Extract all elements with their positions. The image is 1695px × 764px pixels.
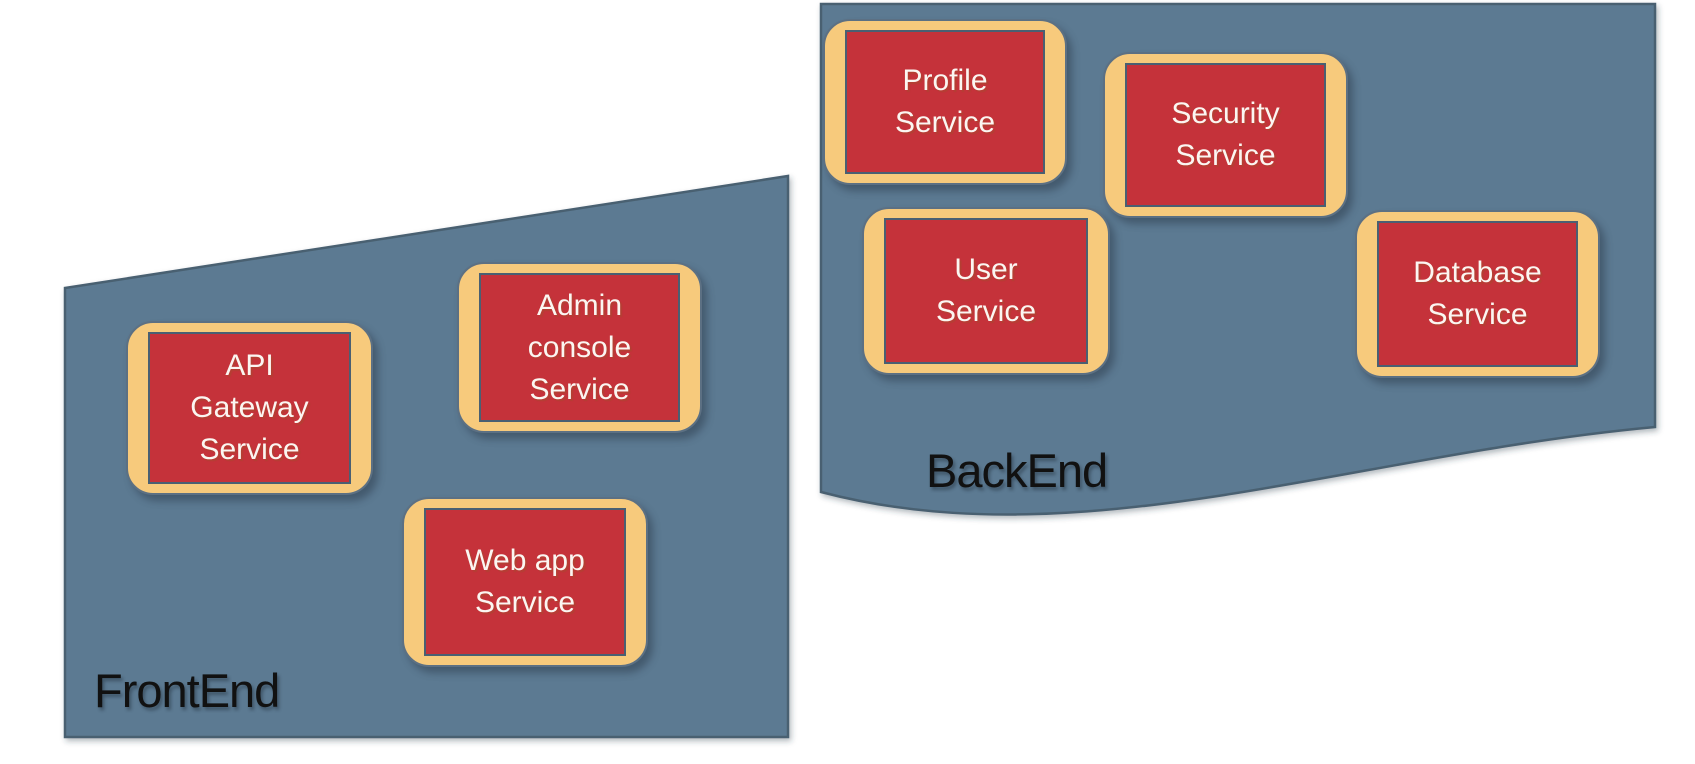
service-box-admin-console-inner: Admin console Service xyxy=(479,273,680,422)
service-label-web-app: Web app Service xyxy=(465,544,585,619)
service-box-web-app-inner: Web app Service xyxy=(424,508,626,656)
service-box-user[interactable]: User Service xyxy=(862,207,1110,375)
service-label-user: User Service xyxy=(935,253,1037,328)
service-box-user-inner: User Service xyxy=(884,218,1088,364)
service-box-database[interactable]: Database Service xyxy=(1355,210,1600,378)
frontend-label: FrontEnd xyxy=(94,664,280,717)
service-box-web-app[interactable]: Web app Service xyxy=(402,497,648,667)
service-box-database-inner: Database Service xyxy=(1377,221,1578,367)
service-label-admin-console: Admin console Service xyxy=(527,288,632,406)
service-label-security: Security Service xyxy=(1171,97,1280,172)
service-box-security-inner: Security Service xyxy=(1125,63,1326,207)
service-box-security[interactable]: Security Service xyxy=(1103,52,1348,218)
service-label-profile: Profile Service xyxy=(894,64,996,139)
service-box-profile-inner: Profile Service xyxy=(845,30,1045,174)
service-label-database: Database Service xyxy=(1413,256,1542,331)
service-box-api-gateway-inner: API Gateway Service xyxy=(148,332,351,484)
service-box-admin-console[interactable]: Admin console Service xyxy=(457,262,702,433)
service-box-api-gateway[interactable]: API Gateway Service xyxy=(126,321,373,495)
service-label-api-gateway: API Gateway Service xyxy=(190,349,309,466)
service-box-profile[interactable]: Profile Service xyxy=(823,19,1067,185)
backend-label: BackEnd xyxy=(926,444,1108,497)
